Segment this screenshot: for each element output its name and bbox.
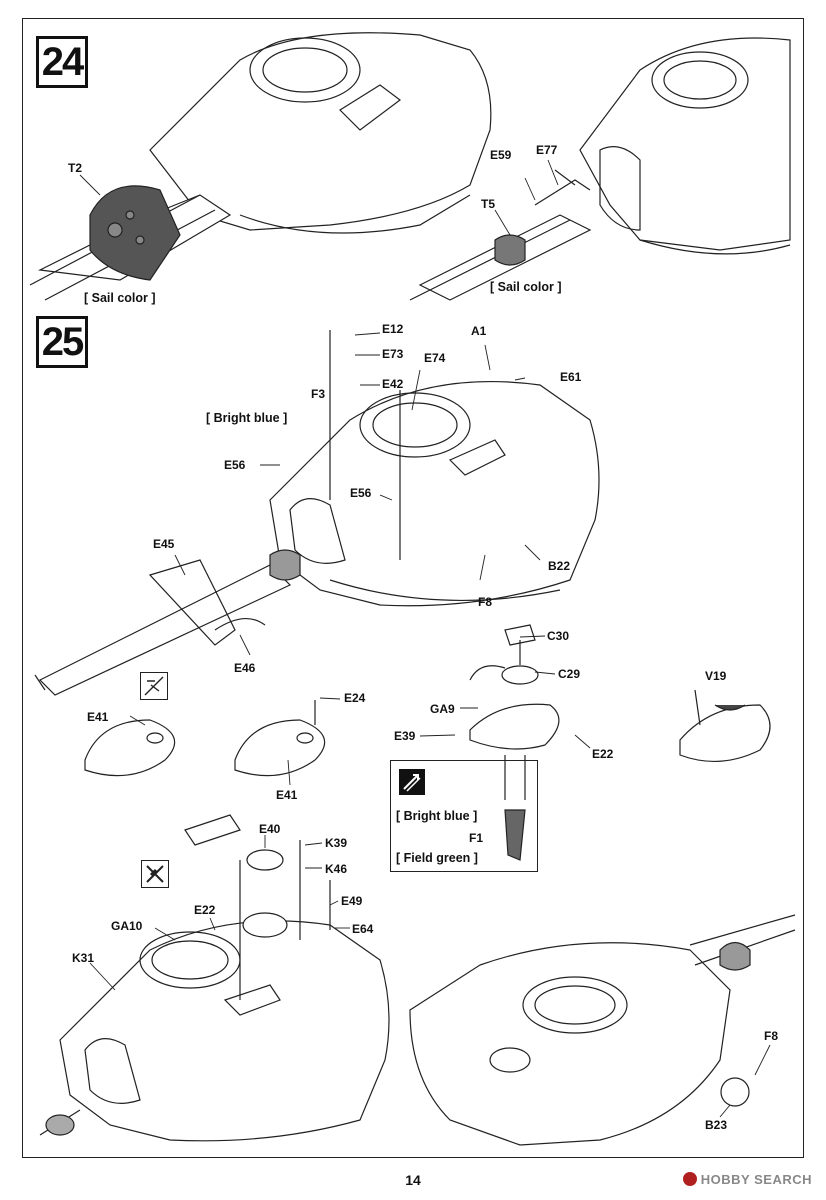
part-label: C29: [558, 667, 581, 681]
part-label: E77: [536, 143, 558, 157]
cut-icon: [140, 672, 168, 700]
part-label: GA10: [111, 919, 143, 933]
step24-turret-right: [409, 37, 791, 301]
page-frame: [22, 18, 804, 1158]
page-number: 14: [405, 1172, 421, 1188]
part-label: B23: [705, 1118, 728, 1132]
watermark: HOBBY SEARCH: [682, 1172, 812, 1187]
part-label: V19: [705, 669, 727, 683]
step25-turret-bottom-left: [39, 814, 390, 1142]
part-label: F1: [469, 831, 484, 845]
part-label: E46: [234, 661, 256, 675]
part-label: E22: [592, 747, 614, 761]
part-label: E24: [344, 691, 366, 705]
step-number-24: 24: [36, 36, 88, 88]
leader-lines: [79, 159, 771, 1118]
paint-legend-box: [390, 760, 538, 872]
step-number-25: 25: [36, 316, 88, 368]
paint-icon: [399, 769, 425, 795]
no-glue-icon: [141, 860, 169, 888]
part-label: E41: [87, 710, 109, 724]
part-label: C30: [547, 629, 570, 643]
part-label: E45: [153, 537, 175, 551]
part-label: E42: [382, 377, 404, 391]
color-note: [ Sail color ]: [490, 280, 562, 294]
color-note: [ Sail color ]: [84, 291, 156, 305]
paint-arrows-icon: [403, 774, 421, 792]
part-label: F3: [311, 387, 326, 401]
step25-turret-bottom-right: [409, 914, 796, 1146]
part-label: E49: [341, 894, 363, 908]
part-label: T2: [68, 161, 83, 175]
part-label: F8: [478, 595, 493, 609]
part-label: E59: [490, 148, 512, 162]
part-label: E40: [259, 822, 281, 836]
part-label: T5: [481, 197, 496, 211]
step24-turret-left: [29, 32, 492, 301]
cupola-assembly: [469, 624, 560, 861]
part-label: E74: [424, 351, 446, 365]
part-label: E56: [350, 486, 372, 500]
part-label: B22: [548, 559, 571, 573]
color-note: [ Field green ]: [396, 851, 478, 865]
v19-hatch: [679, 689, 771, 762]
hobby-search-logo-icon: [682, 1172, 697, 1186]
part-label: A1: [471, 324, 487, 338]
part-label: F8: [764, 1029, 779, 1043]
part-label: E12: [382, 322, 404, 336]
part-label: K39: [325, 836, 348, 850]
part-label: GA9: [430, 702, 455, 716]
part-label: K46: [325, 862, 348, 876]
color-note: [ Bright blue ]: [396, 809, 478, 823]
part-label: K31: [72, 951, 95, 965]
step25-turret-main: [34, 330, 600, 696]
watermark-text: HOBBY SEARCH: [700, 1172, 812, 1187]
part-label: E61: [560, 370, 582, 384]
part-label: E22: [194, 903, 216, 917]
part-label: E56: [224, 458, 246, 472]
part-label: E64: [352, 922, 374, 936]
part-label: E41: [276, 788, 298, 802]
e41-hatch-right: [234, 700, 326, 777]
e41-hatch-left: [84, 719, 176, 777]
part-label: E73: [382, 347, 404, 361]
part-label: E39: [394, 729, 416, 743]
color-note: [ Bright blue ]: [206, 411, 288, 425]
